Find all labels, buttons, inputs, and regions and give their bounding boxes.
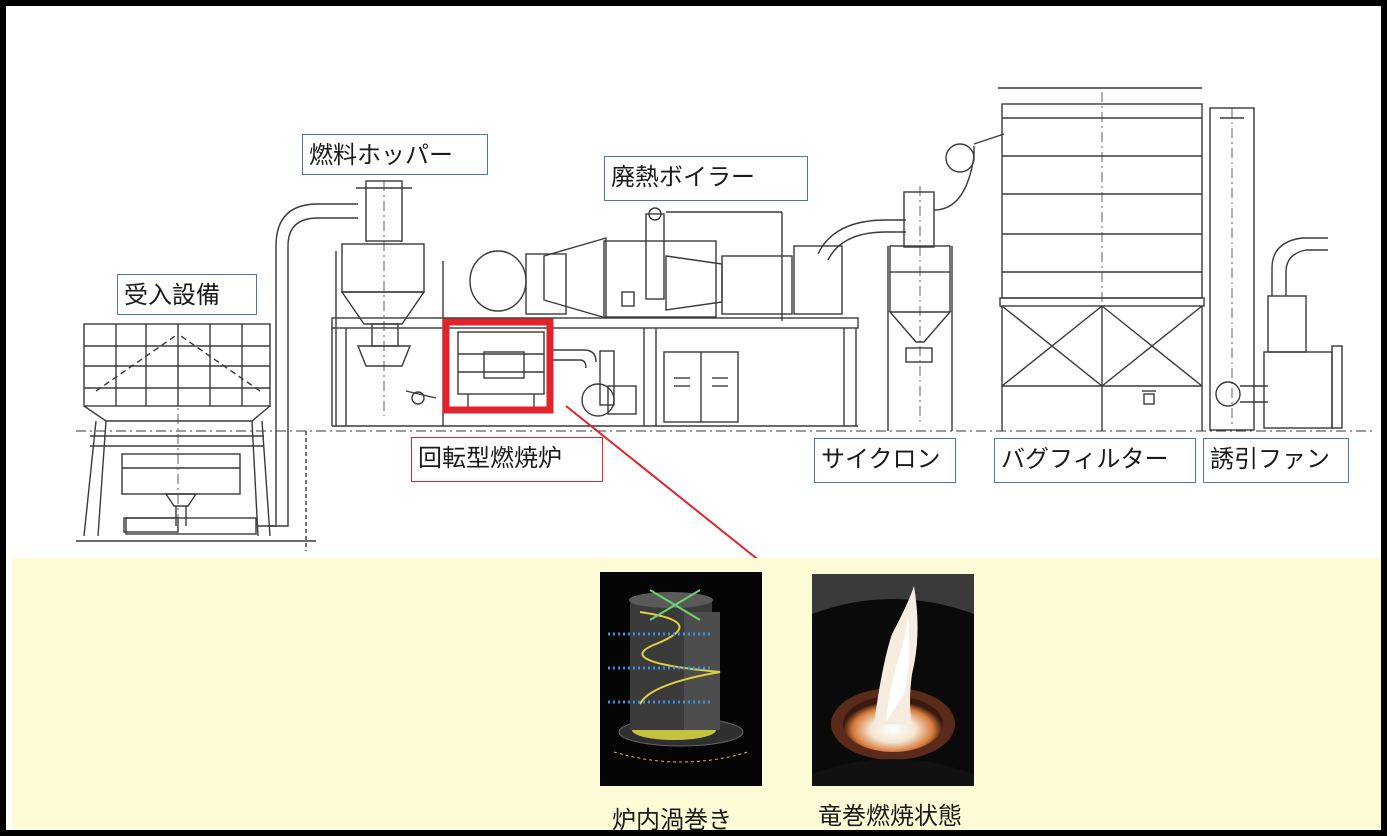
plant-line-drawing xyxy=(76,87,1376,580)
label-intake: 受入設備 xyxy=(117,274,257,315)
conveyor xyxy=(258,203,358,551)
rotary-furnace-drawing xyxy=(457,331,615,408)
label-cyclone: サイクロン xyxy=(814,438,956,483)
callout-arrow xyxy=(565,405,783,580)
label-induced-fan: 誘引ファン xyxy=(1203,438,1349,483)
stack xyxy=(1209,107,1255,431)
label-bag-filter: バグフィルター xyxy=(994,438,1196,483)
cyclone xyxy=(887,133,1005,431)
intake-equipment xyxy=(83,323,271,537)
label-waste-heat-boiler: 廃熱ボイラー xyxy=(604,156,808,201)
fuel-hopper xyxy=(335,180,444,426)
furnace-highlight-box xyxy=(442,318,554,414)
induced-fan xyxy=(1215,237,1343,429)
label-fuel-hopper: 燃料ホッパー xyxy=(302,134,488,175)
caption-tornado: 竜巻燃焼状態 xyxy=(818,802,962,830)
label-rotary-furnace: 回転型燃焼炉 xyxy=(411,437,603,482)
platform xyxy=(331,317,859,427)
caption-vortex: 炉内渦巻き xyxy=(612,806,732,834)
blower-and-panel xyxy=(581,351,739,423)
bag-filter xyxy=(998,87,1205,431)
waste-heat-boiler xyxy=(469,207,843,321)
tornado-combustion-photo xyxy=(812,574,974,786)
vortex-diagram-image xyxy=(600,572,762,786)
